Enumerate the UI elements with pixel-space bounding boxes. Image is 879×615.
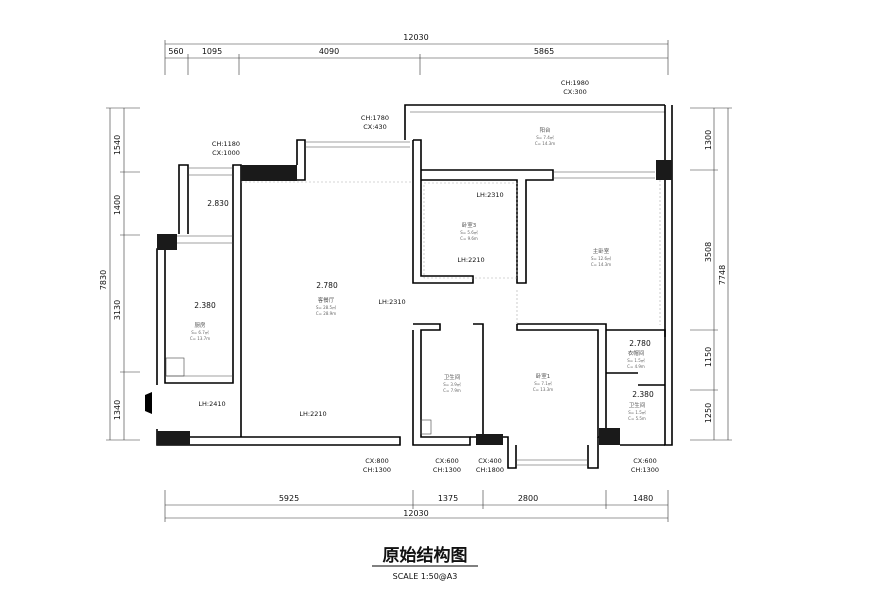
- opening-notes: CH:1180 CX:1000 CH:1780 CX:430 CH:1980 C…: [198, 79, 659, 474]
- level-mark: 2.830: [207, 199, 229, 208]
- column: [476, 434, 503, 445]
- opening-note: CH:1800: [476, 466, 504, 474]
- top-dim: 4090: [319, 47, 339, 56]
- opening-note: CX:430: [363, 123, 387, 131]
- bottom-dim: 1480: [633, 494, 653, 503]
- beam-height: LH:2310: [378, 298, 405, 306]
- level-mark: 2.780: [629, 339, 651, 348]
- opening-note: CH:1180: [212, 140, 240, 148]
- svg-text:S= 5.6㎡: S= 5.6㎡: [460, 229, 478, 235]
- svg-text:卧室1: 卧室1: [536, 372, 551, 380]
- left-dim: 3130: [113, 300, 122, 320]
- opening-note: CX:600: [435, 457, 459, 465]
- svg-text:C= 7.9m: C= 7.9m: [443, 388, 461, 393]
- floor-levels: 2.830 2.380 2.780 2.780 2.380: [194, 199, 654, 399]
- svg-text:C= 14.3m: C= 14.3m: [591, 262, 611, 267]
- svg-text:C= 28.9m: C= 28.9m: [316, 311, 336, 316]
- drawing-scale: SCALE 1:50@A3: [393, 572, 458, 581]
- left-dim: 1540: [113, 135, 122, 155]
- svg-text:卫生间: 卫生间: [629, 401, 646, 409]
- svg-text:卫生间: 卫生间: [444, 373, 461, 381]
- top-dim: 1095: [202, 47, 222, 56]
- top-dim: 5865: [534, 47, 554, 56]
- svg-text:衣帽间: 衣帽间: [628, 349, 645, 357]
- right-dim: 1300: [704, 130, 713, 150]
- walls: [145, 104, 673, 469]
- svg-text:阳台: 阳台: [539, 126, 551, 134]
- right-dimensions: [690, 107, 732, 441]
- opening-note: CX:1000: [212, 149, 240, 157]
- left-total-dim: 7830: [99, 270, 108, 290]
- svg-text:S= 1.5㎡: S= 1.5㎡: [627, 357, 645, 363]
- level-mark: 2.380: [632, 390, 654, 399]
- opening-note: CX:600: [633, 457, 657, 465]
- beam-height: LH:2410: [198, 400, 225, 408]
- svg-text:客餐厅: 客餐厅: [318, 296, 335, 304]
- bottom-dim: 5925: [279, 494, 299, 503]
- top-total-dim: 12030: [403, 33, 428, 42]
- svg-text:S= 28.5㎡: S= 28.5㎡: [316, 304, 336, 310]
- svg-text:S= 7.1㎡: S= 7.1㎡: [534, 380, 552, 386]
- svg-text:C= 9.6m: C= 9.6m: [460, 236, 478, 241]
- opening-note: CX:400: [478, 457, 502, 465]
- beam-height: LH:2210: [299, 410, 326, 418]
- bottom-total-dim: 12030: [403, 509, 428, 518]
- column: [157, 431, 190, 445]
- level-mark: 2.780: [316, 281, 338, 290]
- right-dim: 1250: [704, 403, 713, 423]
- svg-text:S= 6.7㎡: S= 6.7㎡: [191, 329, 209, 335]
- level-mark: 2.380: [194, 301, 216, 310]
- top-dim: 560: [168, 47, 183, 56]
- bottom-dim: 1375: [438, 494, 458, 503]
- svg-text:主卧室: 主卧室: [593, 247, 610, 255]
- column: [241, 165, 297, 181]
- opening-note: CH:1780: [361, 114, 389, 122]
- beam-height: LH:2310: [476, 191, 503, 199]
- bottom-dim: 2800: [518, 494, 538, 503]
- svg-text:S= 1.5㎡: S= 1.5㎡: [628, 409, 646, 415]
- drawing-title: 原始结构图: [383, 545, 468, 566]
- opening-note: CH:1300: [433, 466, 461, 474]
- svg-text:C= 13.7m: C= 13.7m: [190, 336, 210, 341]
- opening-note: CH:1980: [561, 79, 589, 87]
- opening-note: CH:1300: [631, 466, 659, 474]
- svg-text:C= 14.3m: C= 14.3m: [535, 141, 555, 146]
- svg-text:C= 5.5m: C= 5.5m: [628, 416, 646, 421]
- svg-text:S= 12.6㎡: S= 12.6㎡: [591, 255, 611, 261]
- opening-note: CX:300: [563, 88, 587, 96]
- svg-text:C= 4.9m: C= 4.9m: [627, 364, 645, 369]
- bottom-dimensions: [164, 490, 669, 522]
- left-dim: 1340: [113, 400, 122, 420]
- svg-text:C= 13.3m: C= 13.3m: [533, 387, 553, 392]
- column: [599, 428, 620, 445]
- svg-text:厨房: 厨房: [194, 321, 206, 329]
- beam-height: LH:2210: [457, 256, 484, 264]
- svg-text:S= 7.4㎡: S= 7.4㎡: [536, 134, 554, 140]
- opening-note: CH:1300: [363, 466, 391, 474]
- left-dim: 1400: [113, 195, 122, 215]
- right-dim: 3508: [704, 242, 713, 262]
- opening-note: CX:800: [365, 457, 389, 465]
- top-dimensions: [164, 40, 669, 75]
- entry-door-icon: [145, 392, 152, 414]
- svg-text:S= 3.9㎡: S= 3.9㎡: [443, 381, 461, 387]
- right-total-dim: 7748: [718, 265, 727, 285]
- left-dimensions: [106, 107, 140, 441]
- right-dim: 1150: [704, 347, 713, 367]
- column: [656, 160, 672, 180]
- column: [157, 234, 177, 250]
- svg-text:卧室3: 卧室3: [462, 221, 477, 229]
